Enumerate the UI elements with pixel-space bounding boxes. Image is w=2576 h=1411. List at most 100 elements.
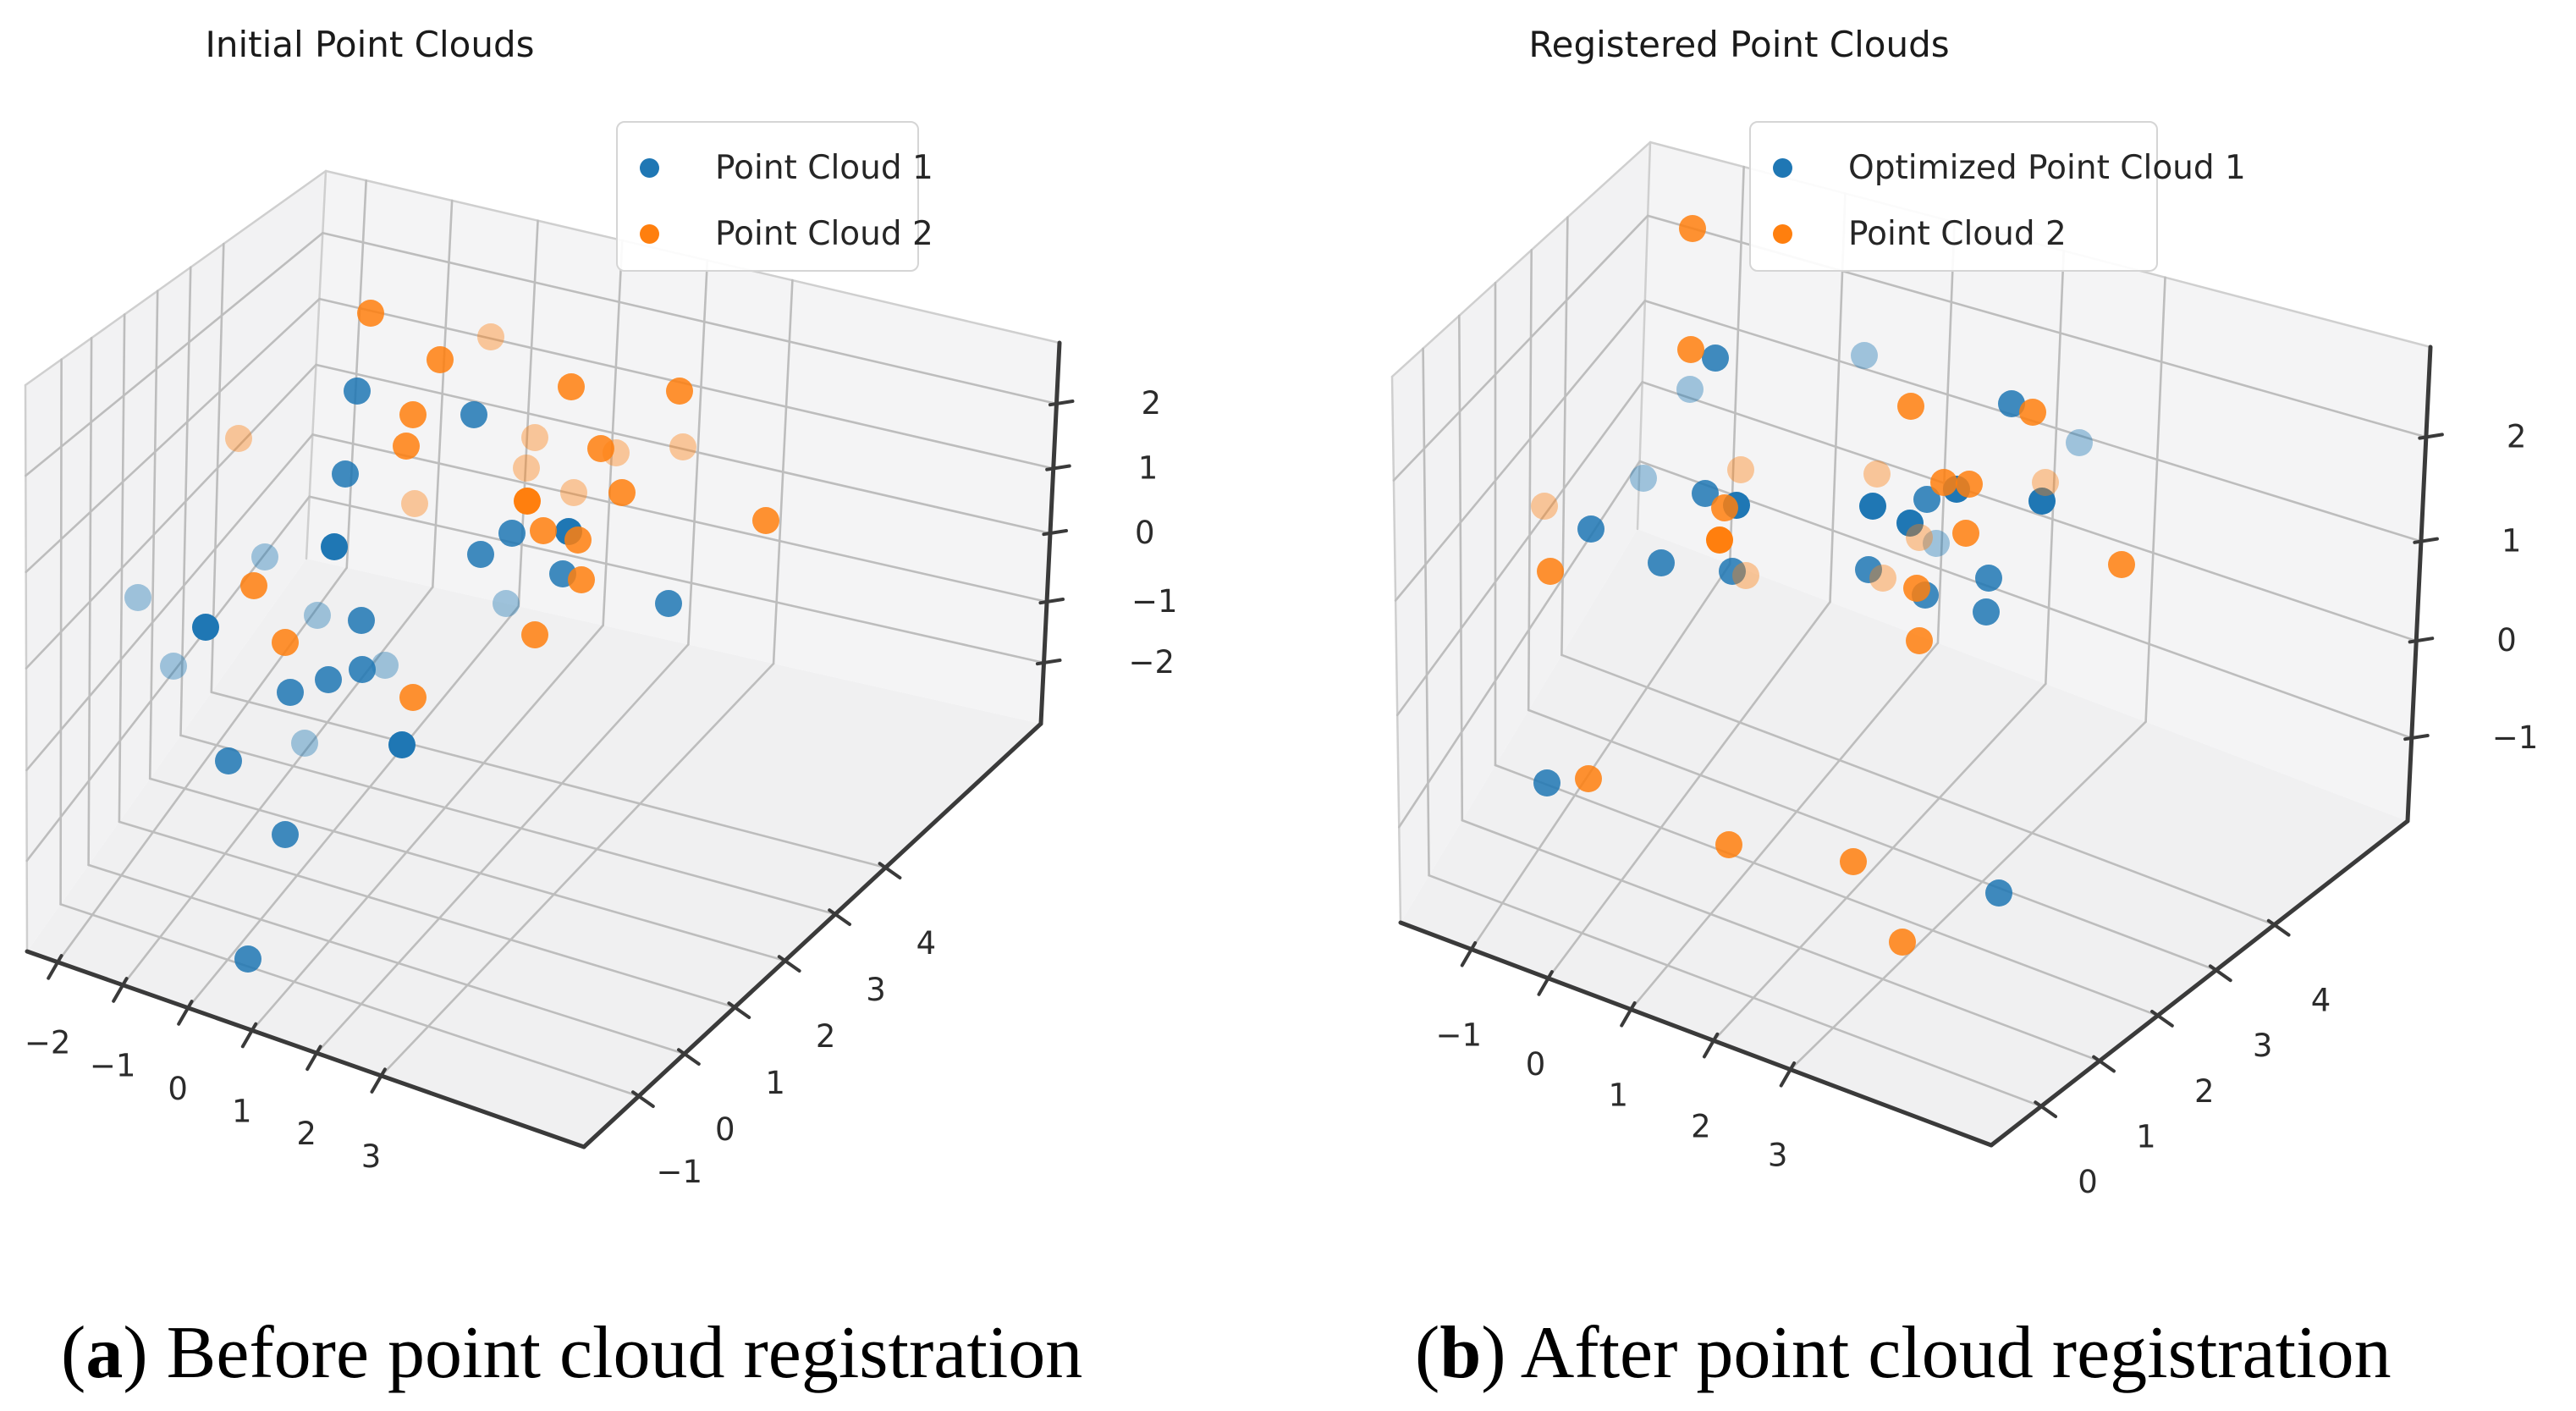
scatter-point xyxy=(1985,879,2012,907)
tick-label: 0 xyxy=(168,1071,188,1107)
tick-label: 1 xyxy=(2136,1118,2156,1155)
scatter-point xyxy=(1630,465,1657,492)
scatter-point xyxy=(752,507,779,534)
scatter-point xyxy=(401,490,428,517)
gridline xyxy=(1560,216,1569,657)
tick-mark xyxy=(1042,529,1068,537)
pane-edge xyxy=(24,169,328,387)
gridline xyxy=(250,624,604,1032)
scatter-point xyxy=(1998,390,2025,417)
page-title: Initial Point Clouds xyxy=(205,24,535,65)
scatter-point xyxy=(1702,344,1729,372)
gridline xyxy=(121,586,434,987)
scatter-point xyxy=(477,323,504,350)
scatter-point xyxy=(1956,471,1983,498)
gridline xyxy=(1470,563,1731,951)
gridline xyxy=(148,777,786,962)
gridline xyxy=(315,363,1052,535)
legend-item: Point Cloud 2 xyxy=(1773,201,2134,267)
point-cloud-2-marker-icon xyxy=(1773,223,1792,244)
gridline xyxy=(2044,249,2065,686)
gridline xyxy=(1560,653,2276,926)
scatter-point xyxy=(357,300,384,327)
scatter-point xyxy=(344,378,371,405)
scatter-point xyxy=(669,433,696,460)
gridline xyxy=(1641,381,2418,642)
gridline xyxy=(1629,642,1940,1011)
tick-mark xyxy=(677,1048,701,1066)
tick-label: −2 xyxy=(1129,644,1175,681)
gridline xyxy=(25,433,314,772)
tick-mark xyxy=(240,1022,258,1049)
gridline xyxy=(25,231,324,477)
tick-label: 3 xyxy=(866,972,886,1008)
scatter-point xyxy=(460,401,487,428)
tick-mark xyxy=(727,1001,751,1019)
tick-mark xyxy=(2418,433,2444,440)
scatter-point xyxy=(587,435,614,462)
scatter-point xyxy=(1533,769,1560,796)
tick-label: 2 xyxy=(1691,1108,1711,1144)
tick-label: 1 xyxy=(2502,523,2522,559)
tick-mark xyxy=(1038,598,1065,605)
scatter-point xyxy=(225,425,252,452)
tick-mark xyxy=(2403,734,2430,741)
tick-label: 4 xyxy=(916,925,937,962)
legend: Optimized Point Cloud 1 Point Cloud 2 xyxy=(1749,121,2246,272)
tick-label: 0 xyxy=(1526,1046,1546,1083)
scatter-point xyxy=(1715,831,1742,858)
scatter-point xyxy=(608,479,636,506)
tick-mark xyxy=(777,955,801,973)
right-pane xyxy=(1638,142,2430,821)
tick-mark xyxy=(112,977,129,1003)
scatter-point xyxy=(1679,215,1706,242)
scatter-point xyxy=(1903,575,1930,602)
gridline xyxy=(311,433,1049,604)
scatter-point xyxy=(1889,929,1916,956)
scatter-point xyxy=(1896,510,1924,537)
scatter-point xyxy=(1732,562,1759,589)
scatter-point xyxy=(332,460,359,488)
tick-mark xyxy=(1537,970,1554,996)
tick-mark xyxy=(631,1090,655,1108)
tick-mark xyxy=(1460,940,1478,967)
point-cloud-1-marker-icon xyxy=(640,157,659,178)
gridline xyxy=(315,643,690,1055)
scatter-point xyxy=(291,730,318,757)
scatter-point xyxy=(393,433,420,460)
tick-label: 2 xyxy=(1141,385,1161,422)
tick-label: 0 xyxy=(2078,1164,2098,1200)
scatter-point xyxy=(304,602,331,629)
scatter-point xyxy=(467,541,494,568)
tick-label: −2 xyxy=(25,1025,71,1061)
tick-mark xyxy=(878,862,902,879)
tick-label: 0 xyxy=(715,1111,735,1148)
scatter-point xyxy=(1727,456,1754,483)
tick-mark xyxy=(370,1067,387,1094)
scatter-point xyxy=(1975,565,2002,592)
legend-label: Point Cloud 1 xyxy=(715,148,933,187)
scatter-point xyxy=(272,629,299,656)
tick-label: 3 xyxy=(361,1138,382,1175)
tick-mark xyxy=(2266,918,2291,937)
gridline xyxy=(1527,708,2217,972)
tick-mark xyxy=(2408,637,2435,644)
legend-item: Point Cloud 1 xyxy=(640,135,933,201)
tick-mark xyxy=(1702,1032,1720,1059)
scatter-point xyxy=(399,684,427,711)
scatter-point xyxy=(1577,515,1604,543)
gridline xyxy=(87,863,686,1055)
left-pane xyxy=(25,171,326,951)
tick-label: 2 xyxy=(2507,418,2527,455)
scatter-point xyxy=(277,679,304,706)
tick-mark xyxy=(2208,964,2232,983)
scatter-point xyxy=(315,666,342,693)
scatter-point xyxy=(251,543,278,570)
floor-pane xyxy=(27,559,1041,1147)
tick-mark xyxy=(2150,1010,2174,1028)
tick-label: 1 xyxy=(1138,450,1159,487)
tick-label: 0 xyxy=(1135,515,1155,551)
